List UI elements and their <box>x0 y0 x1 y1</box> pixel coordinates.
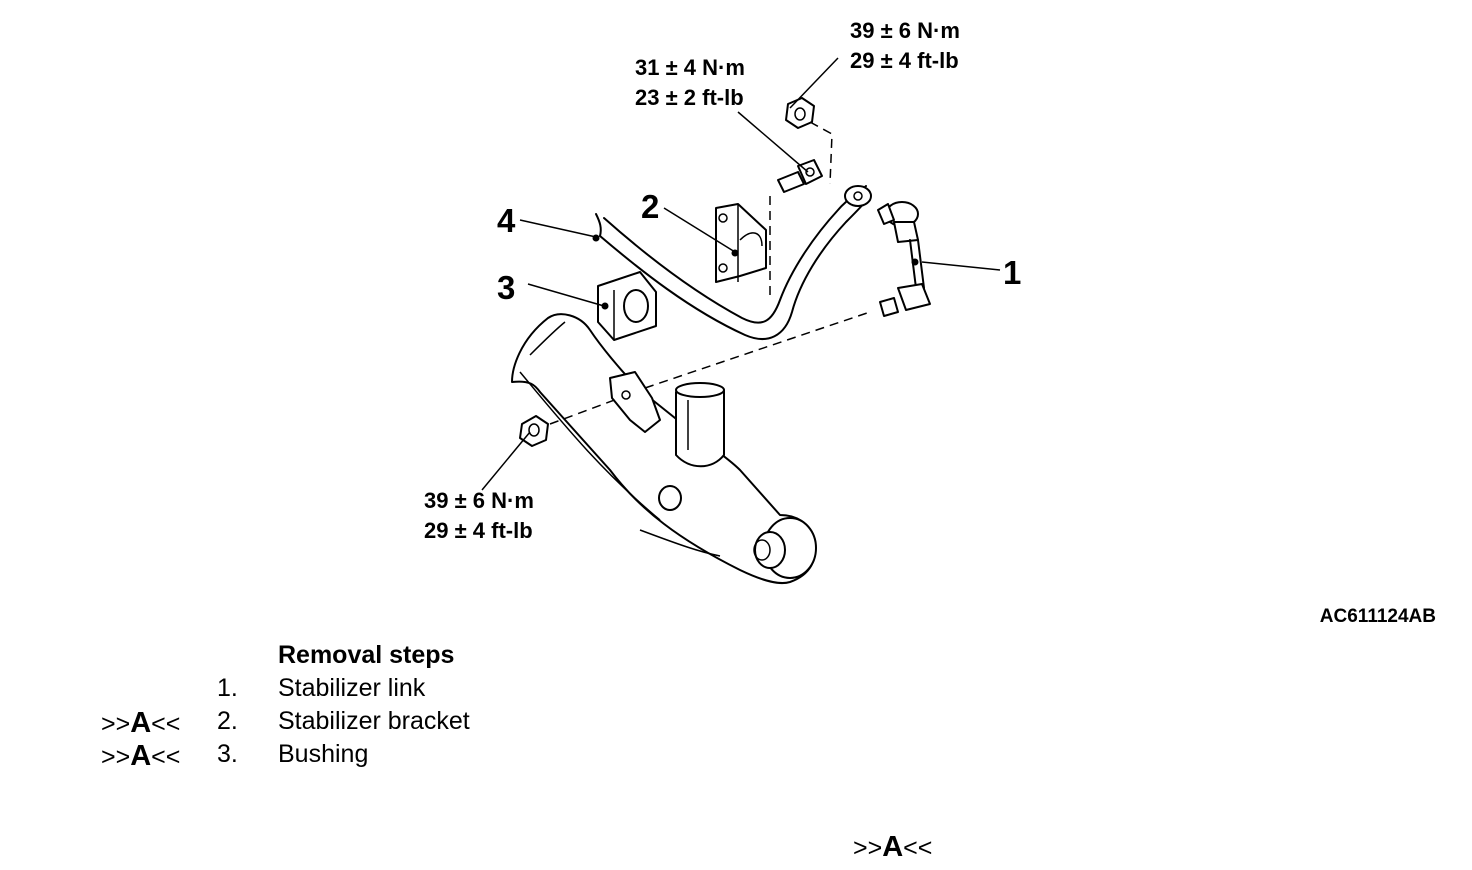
torque-imperial: 29 ± 4 ft-lb <box>850 48 959 73</box>
torque-metric: 39 ± 6 N·m <box>424 488 534 513</box>
removal-step: >>A<< 2. Stabilizer bracket <box>0 707 700 740</box>
lower-nut-alignment-line <box>549 397 621 425</box>
bushing-drawing <box>597 271 657 341</box>
stabilizer-assembly-illustration <box>481 57 1001 585</box>
stabilizer-bracket-drawing <box>715 159 823 300</box>
torque-metric: 31 ± 4 N·m <box>635 55 745 80</box>
lower-link-nut-drawing <box>519 415 549 447</box>
step-reference-mark: >>A<< <box>101 740 181 772</box>
callout-2: 2 <box>641 188 660 225</box>
callout-1: 1 <box>1003 254 1022 291</box>
torque-imperial: 23 ± 2 ft-lb <box>635 85 744 110</box>
nut-alignment-line <box>809 121 833 185</box>
stabilizer-link-drawing <box>877 201 931 317</box>
step-label: Stabilizer link <box>278 674 426 702</box>
callout-3: 3 <box>497 269 516 306</box>
figure-code: AC611124AB <box>1319 606 1436 627</box>
section-reference-mark: >>A<< <box>853 831 933 863</box>
step-number: 3. <box>217 740 238 768</box>
link-alignment-line <box>644 311 871 389</box>
step-number: 1. <box>217 674 238 702</box>
torque-spec-bracket-bolt: 31 ± 4 N·m 23 ± 2 ft-lb <box>635 53 745 113</box>
removal-steps-title: Removal steps <box>278 641 455 669</box>
step-label: Bushing <box>278 740 369 768</box>
torque-metric: 39 ± 6 N·m <box>850 18 960 43</box>
torque-imperial: 29 ± 4 ft-lb <box>424 518 533 543</box>
step-label: Stabilizer bracket <box>278 707 470 735</box>
step-reference-mark: >>A<< <box>101 707 181 739</box>
torque-spec-lower-link-nut: 39 ± 6 N·m 29 ± 4 ft-lb <box>424 486 534 546</box>
upper-link-nut-drawing <box>785 97 815 129</box>
step-number: 2. <box>217 707 238 735</box>
torque-spec-upper-link-nut: 39 ± 6 N·m 29 ± 4 ft-lb <box>850 16 960 76</box>
stabilizer-bar-drawing <box>592 185 872 340</box>
removal-step: >>A<< 3. Bushing <box>0 740 700 773</box>
callout-4: 4 <box>497 202 516 239</box>
lower-arm-drawing <box>511 313 817 585</box>
removal-step: 1. Stabilizer link <box>0 674 700 707</box>
leader-lines <box>481 57 1001 491</box>
